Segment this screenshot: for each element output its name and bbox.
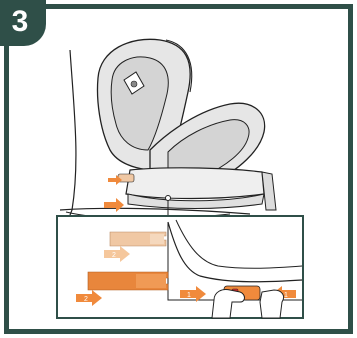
- svg-text:1: 1: [187, 292, 191, 299]
- isofix-connector-upper: [110, 232, 166, 246]
- arrow-step-two-lower: 2: [76, 290, 102, 306]
- svg-text:2: 2: [84, 296, 88, 303]
- svg-text:1: 1: [284, 292, 288, 299]
- arrow-step-two-upper: 2: [104, 246, 130, 262]
- step-number: 3: [2, 4, 38, 40]
- hand-right-icon: [260, 290, 284, 318]
- isofix-connector-lower: [88, 272, 168, 290]
- hand-left-icon: [212, 289, 245, 318]
- step-badge: 3: [0, 0, 46, 46]
- svg-text:2: 2: [112, 252, 116, 259]
